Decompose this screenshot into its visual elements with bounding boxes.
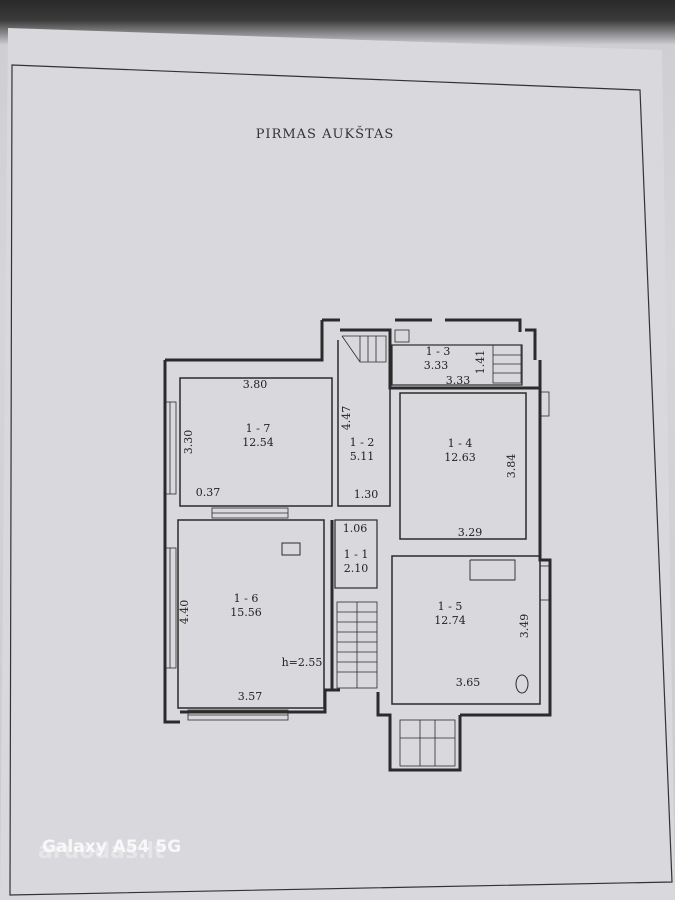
stairs-room-1-3 <box>492 344 522 384</box>
room-1-4-area: 12.63 <box>444 451 476 464</box>
dim-r12-height: 4.47 <box>340 406 353 431</box>
room-1-1-area: 2.10 <box>344 562 369 575</box>
page-border <box>9 64 673 896</box>
stairs-entrance <box>399 719 456 767</box>
room-1-5-outline <box>391 555 541 705</box>
stove-icon <box>281 542 301 556</box>
dim-r16-width: 3.57 <box>238 690 263 703</box>
windows <box>163 391 551 721</box>
room-1-2-area: 5.11 <box>350 450 375 463</box>
room-1-2-outline <box>337 340 391 507</box>
fixture-icon <box>394 329 410 343</box>
dim-r15-width: 3.65 <box>456 676 481 689</box>
stairs-main <box>336 601 378 689</box>
ceiling-height: h=2.55 <box>282 656 323 669</box>
dim-r17-offset: 0.37 <box>196 486 221 499</box>
dim-r16-height: 4.40 <box>178 600 191 625</box>
dim-r17-height: 3.30 <box>182 430 195 455</box>
dim-r14-height: 3.84 <box>505 454 518 479</box>
plan-title: PIRMAS AUKŠTAS <box>256 125 395 142</box>
room-1-7-outline <box>179 377 333 507</box>
dim-r11-width: 1.06 <box>343 522 368 535</box>
room-1-6-outline <box>177 519 325 709</box>
room-1-4-outline <box>399 392 527 540</box>
room-1-4-number: 1 - 4 <box>448 437 473 450</box>
outer-walls <box>163 318 552 772</box>
device-watermark: Galaxy A54 5G <box>42 837 181 857</box>
room-1-3-number: 1 - 3 <box>426 345 451 358</box>
dim-r13-height: 1.41 <box>474 350 487 375</box>
toilet-icon <box>515 674 529 694</box>
room-1-1-number: 1 - 1 <box>344 548 369 561</box>
room-1-5-number: 1 - 5 <box>438 600 463 613</box>
room-1-1-outline <box>334 519 378 589</box>
dim-r17-width: 3.80 <box>243 378 268 391</box>
room-1-7-number: 1 - 7 <box>246 422 271 435</box>
dim-r12-width: 1.30 <box>354 488 379 501</box>
site-watermark: aruodas.lt <box>38 839 165 864</box>
dim-r14-width: 3.29 <box>458 526 483 539</box>
stairs-top <box>341 335 387 363</box>
dim-r15-height: 3.49 <box>518 614 531 639</box>
room-1-3-area: 3.33 <box>424 359 449 372</box>
room-1-5-area: 12.74 <box>434 614 466 627</box>
room-1-6-number: 1 - 6 <box>234 592 259 605</box>
floor-plan <box>163 318 552 772</box>
room-1-6-area: 15.56 <box>230 606 262 619</box>
room-1-2-number: 1 - 2 <box>350 436 375 449</box>
closet-room-1-5 <box>469 559 516 581</box>
plan-labels: 3.80 3.30 0.37 1 - 7 12.54 4.47 1 - 2 5.… <box>178 345 531 703</box>
room-1-7-area: 12.54 <box>242 436 274 449</box>
dim-r13-width: 3.33 <box>446 374 471 387</box>
room-1-3-outline <box>391 344 523 386</box>
